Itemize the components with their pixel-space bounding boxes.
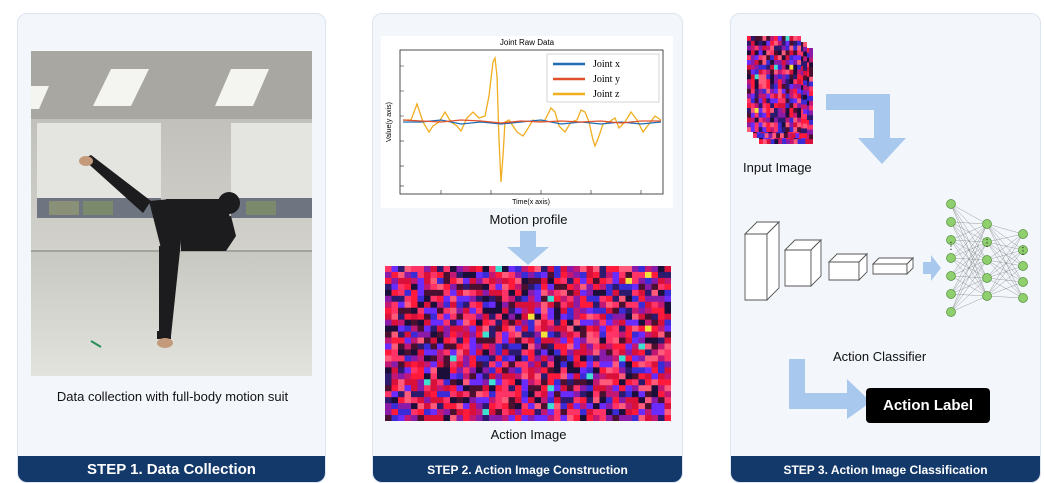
nn-node xyxy=(946,271,956,281)
step2-panel: Joint Raw Data Value(y axis) Time(x axis… xyxy=(372,13,683,483)
nn-node xyxy=(946,217,956,227)
nn-node xyxy=(982,273,992,283)
action-image xyxy=(385,266,671,421)
nn-node xyxy=(1018,229,1028,239)
nn-node xyxy=(982,291,992,301)
down-arrow-icon xyxy=(507,231,549,265)
step1-title: STEP 1. Data Collection xyxy=(18,456,325,482)
chart-xlabel: Time(x axis) xyxy=(512,199,550,206)
step1-panel: Data collection with full-body motion su… xyxy=(17,13,326,483)
action-image-caption: Action Image xyxy=(490,427,567,442)
cnn-diagram: ⋮ ⋮ ⋮ xyxy=(743,199,1028,317)
chart-title: Joint Raw Data xyxy=(500,38,555,47)
nn-node xyxy=(982,255,992,265)
step2-title: STEP 2. Action Image Construction xyxy=(373,456,682,482)
nn-node xyxy=(946,199,956,209)
nn-node xyxy=(1018,261,1028,271)
nn-node xyxy=(946,307,956,317)
nn-node xyxy=(982,237,992,247)
motion-suit-photo xyxy=(31,51,312,376)
nn-node xyxy=(946,253,956,263)
classifier-caption: Action Classifier xyxy=(833,349,927,364)
legend-joint-x: Joint x xyxy=(593,59,620,70)
legend-joint-z: Joint z xyxy=(593,89,620,100)
nn-node xyxy=(982,219,992,229)
input-image-caption: Input Image xyxy=(743,160,812,175)
elbow-arrow-icon xyxy=(826,94,906,164)
nn-node xyxy=(1018,277,1028,287)
action-label-box: Action Label xyxy=(866,388,990,423)
right-arrow-icon xyxy=(923,255,941,281)
svg-text:⋮: ⋮ xyxy=(946,241,956,252)
elbow-arrow-icon xyxy=(789,359,871,419)
chart-ylabel: Value(y axis) xyxy=(386,102,393,142)
nn-node xyxy=(1018,293,1028,303)
svg-text:⋮: ⋮ xyxy=(982,238,992,249)
nn-node xyxy=(1018,245,1028,255)
svg-text:⋮: ⋮ xyxy=(1018,246,1028,257)
step1-caption: Data collection with full-body motion su… xyxy=(56,389,289,404)
nn-node xyxy=(946,289,956,299)
legend-joint-y: Joint y xyxy=(593,74,620,85)
nn-node xyxy=(946,235,956,245)
step3-panel: Input Image ⋮ ⋮ ⋮ Action Classifier xyxy=(730,13,1041,483)
joint-raw-data-chart: Joint Raw Data Value(y axis) Time(x axis… xyxy=(381,36,673,208)
step3-title: STEP 3. Action Image Classification xyxy=(731,456,1040,482)
motion-profile-caption: Motion profile xyxy=(489,212,568,227)
input-image-stack xyxy=(747,36,819,156)
